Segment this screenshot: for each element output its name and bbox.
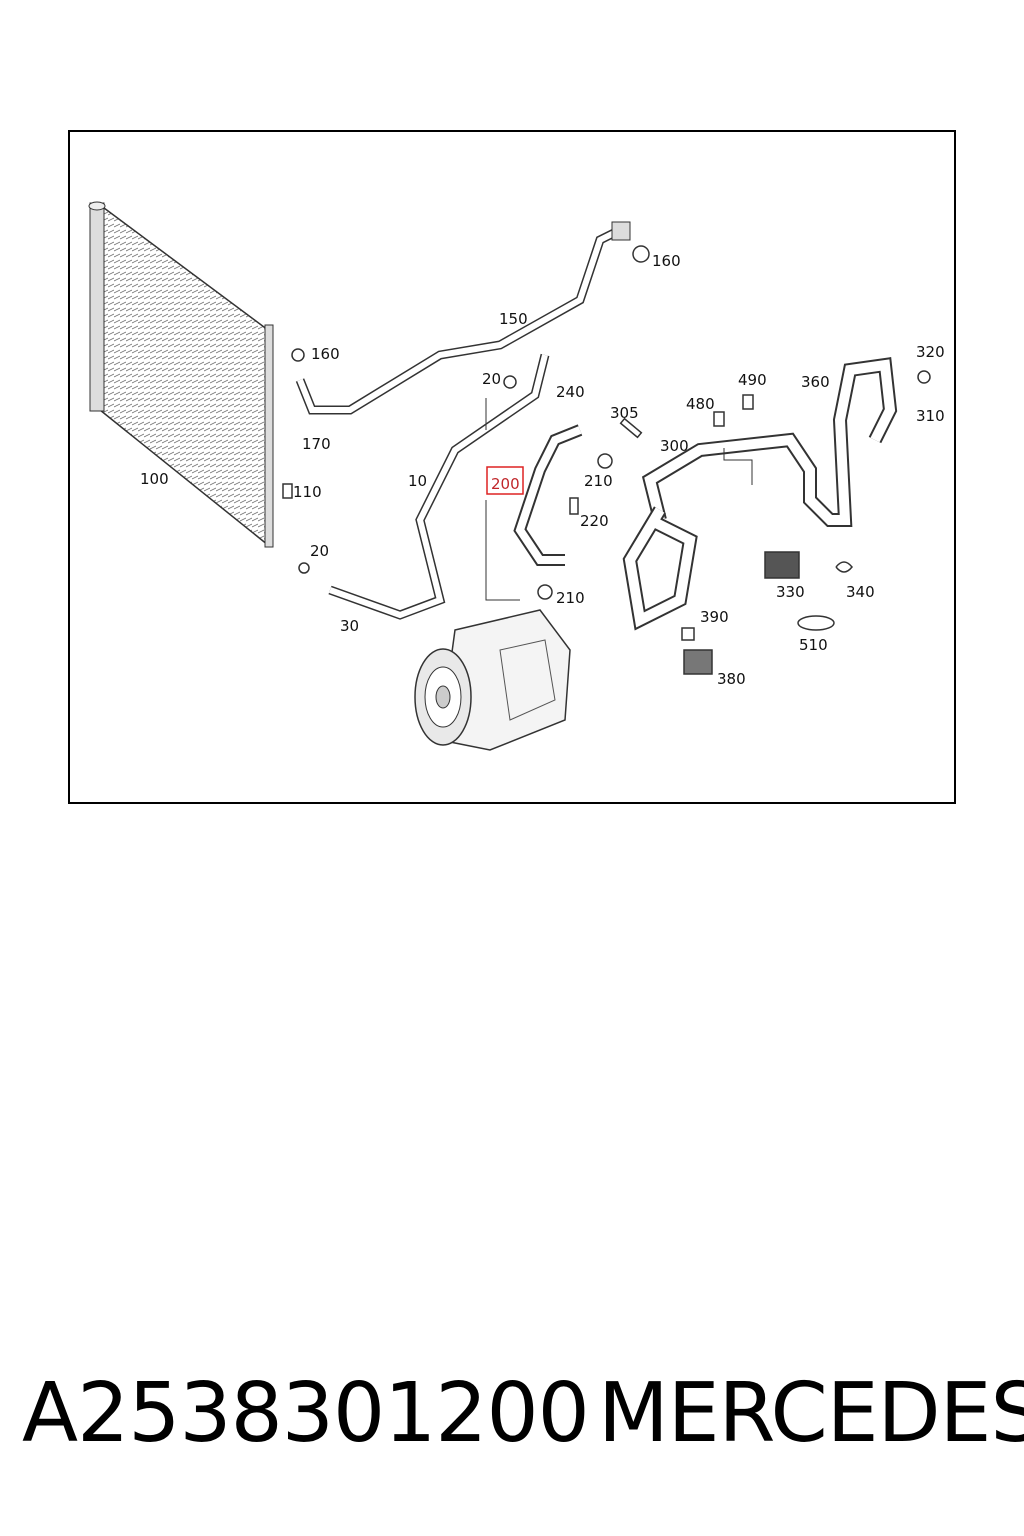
condenser-illustration xyxy=(88,201,274,548)
callout-390: 390 xyxy=(700,608,729,626)
callout-210-upper: 210 xyxy=(584,472,613,490)
callout-110: 110 xyxy=(293,483,322,501)
callout-20-top: 20 xyxy=(482,370,501,388)
compressor-illustration xyxy=(414,609,571,751)
callout-360: 360 xyxy=(801,373,830,391)
callout-10: 10 xyxy=(408,472,427,490)
brand-name: MERCEDES xyxy=(598,1366,1024,1461)
hose-10 xyxy=(328,353,550,620)
caption: A2538301200 MERCEDES xyxy=(22,1366,1024,1476)
callout-510: 510 xyxy=(799,636,828,654)
callout-20-bottom: 20 xyxy=(310,542,329,560)
hose-300 xyxy=(622,357,898,631)
callout-210-lower: 210 xyxy=(556,589,585,607)
pipe-150 xyxy=(295,221,631,415)
callout-340: 340 xyxy=(846,583,875,601)
callout-310: 310 xyxy=(916,407,945,425)
callout-200: 200 xyxy=(491,475,520,493)
callout-240: 240 xyxy=(556,383,585,401)
leader-lines xyxy=(485,398,753,601)
callout-300: 300 xyxy=(660,437,689,455)
callout-320: 320 xyxy=(916,343,945,361)
callout-200-highlight-box xyxy=(486,466,524,495)
callout-220: 220 xyxy=(580,512,609,530)
callout-labels: 100 110 160 160 150 170 20 30 10 20 240 … xyxy=(140,252,945,688)
callout-305: 305 xyxy=(610,404,639,422)
callout-480: 480 xyxy=(686,395,715,413)
callout-160-left: 160 xyxy=(311,345,340,363)
hose-200 xyxy=(513,424,583,566)
ac-system-parts-diagram: 100 110 160 160 150 170 20 30 10 20 240 … xyxy=(88,201,945,751)
callout-30: 30 xyxy=(340,617,359,635)
callout-150: 150 xyxy=(499,310,528,328)
callout-160-top: 160 xyxy=(652,252,681,270)
callout-170: 170 xyxy=(302,435,331,453)
part-number: A2538301200 xyxy=(22,1366,590,1461)
small-parts xyxy=(282,245,931,675)
callout-100: 100 xyxy=(140,470,169,488)
callout-490: 490 xyxy=(738,371,767,389)
callout-380: 380 xyxy=(717,670,746,688)
callout-330: 330 xyxy=(776,583,805,601)
